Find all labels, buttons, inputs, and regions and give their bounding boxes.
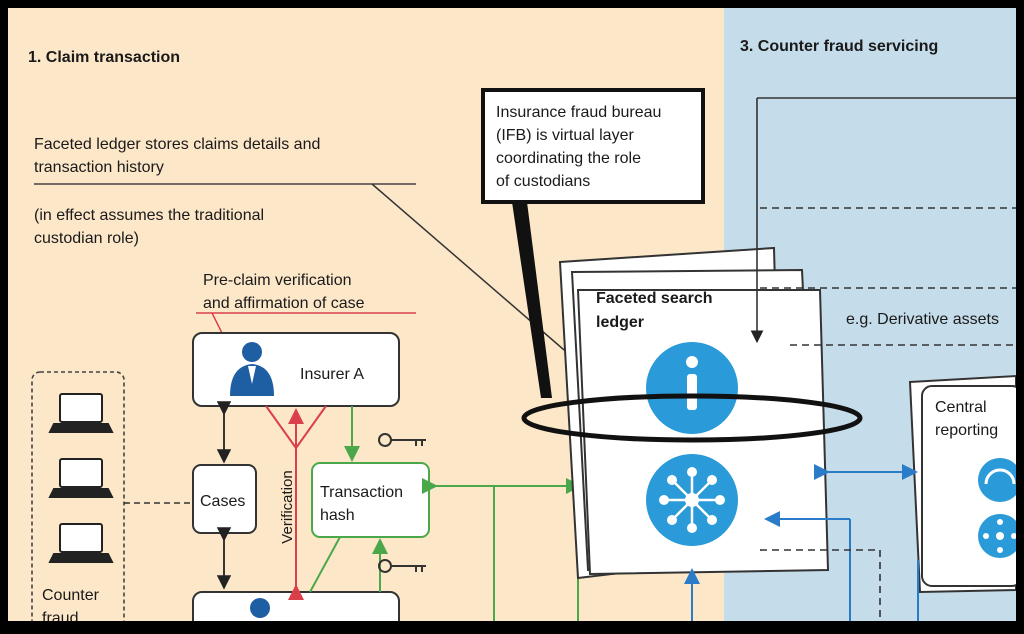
ledger-note-leader bbox=[371, 183, 579, 363]
laptop-icon bbox=[48, 458, 114, 498]
central-line1: Central bbox=[935, 399, 987, 416]
ifb-line2: (IFB) is virtual layer bbox=[496, 127, 634, 144]
gauge-icon bbox=[978, 458, 1022, 502]
network-icon bbox=[978, 514, 1022, 558]
section-title-claim: 1. Claim transaction bbox=[28, 49, 181, 66]
key-icon bbox=[378, 433, 426, 447]
counter-fraud-line1: Counter bbox=[42, 587, 99, 604]
user-icon bbox=[250, 598, 270, 618]
laptop-icon bbox=[48, 523, 114, 563]
preclaim-line2: and affirmation of case bbox=[203, 295, 365, 312]
section-title-counter: 3. Counter fraud servicing bbox=[740, 38, 939, 55]
verification-label: Verification bbox=[279, 470, 296, 544]
user-icon bbox=[230, 342, 274, 396]
tx-hash-line1: Transaction bbox=[320, 484, 403, 501]
effect-note-line2: custodian role) bbox=[34, 230, 139, 247]
ledger-title-line1: Faceted search bbox=[596, 290, 713, 307]
ifb-line3: coordinating the role bbox=[496, 150, 641, 167]
ledger-note-line2: transaction history bbox=[34, 159, 164, 176]
preclaim-line1: Pre-claim verification bbox=[203, 272, 352, 289]
ifb-ring bbox=[521, 393, 863, 443]
central-line2: reporting bbox=[935, 422, 999, 439]
laptop-icon bbox=[48, 393, 114, 433]
ifb-line4: of custodians bbox=[496, 173, 591, 190]
insurer-a-box bbox=[192, 332, 400, 407]
insurer-a-label: Insurer A bbox=[300, 366, 365, 383]
derivative-note: e.g. Derivative assets bbox=[846, 311, 999, 328]
info-icon bbox=[646, 342, 738, 434]
key-icon bbox=[378, 559, 426, 573]
counter-fraud-line2: fraud bbox=[42, 610, 79, 621]
ledger-title-line2: ledger bbox=[596, 314, 645, 331]
ifb-line1: Insurance fraud bureau bbox=[496, 104, 662, 121]
ledger-note-line1: Faceted ledger stores claims details and bbox=[34, 136, 321, 153]
ifb-callout-box bbox=[481, 88, 705, 204]
transaction-hash-box bbox=[311, 462, 430, 538]
counter-fraud-box bbox=[31, 371, 125, 633]
network-icon bbox=[646, 454, 738, 546]
cases-label: Cases bbox=[200, 493, 246, 510]
tx-hash-line2: hash bbox=[320, 507, 355, 524]
ifb-callout-pointer bbox=[512, 202, 552, 398]
insurer-b-box bbox=[192, 591, 400, 634]
effect-note-line1: (in effect assumes the traditional bbox=[34, 207, 265, 224]
